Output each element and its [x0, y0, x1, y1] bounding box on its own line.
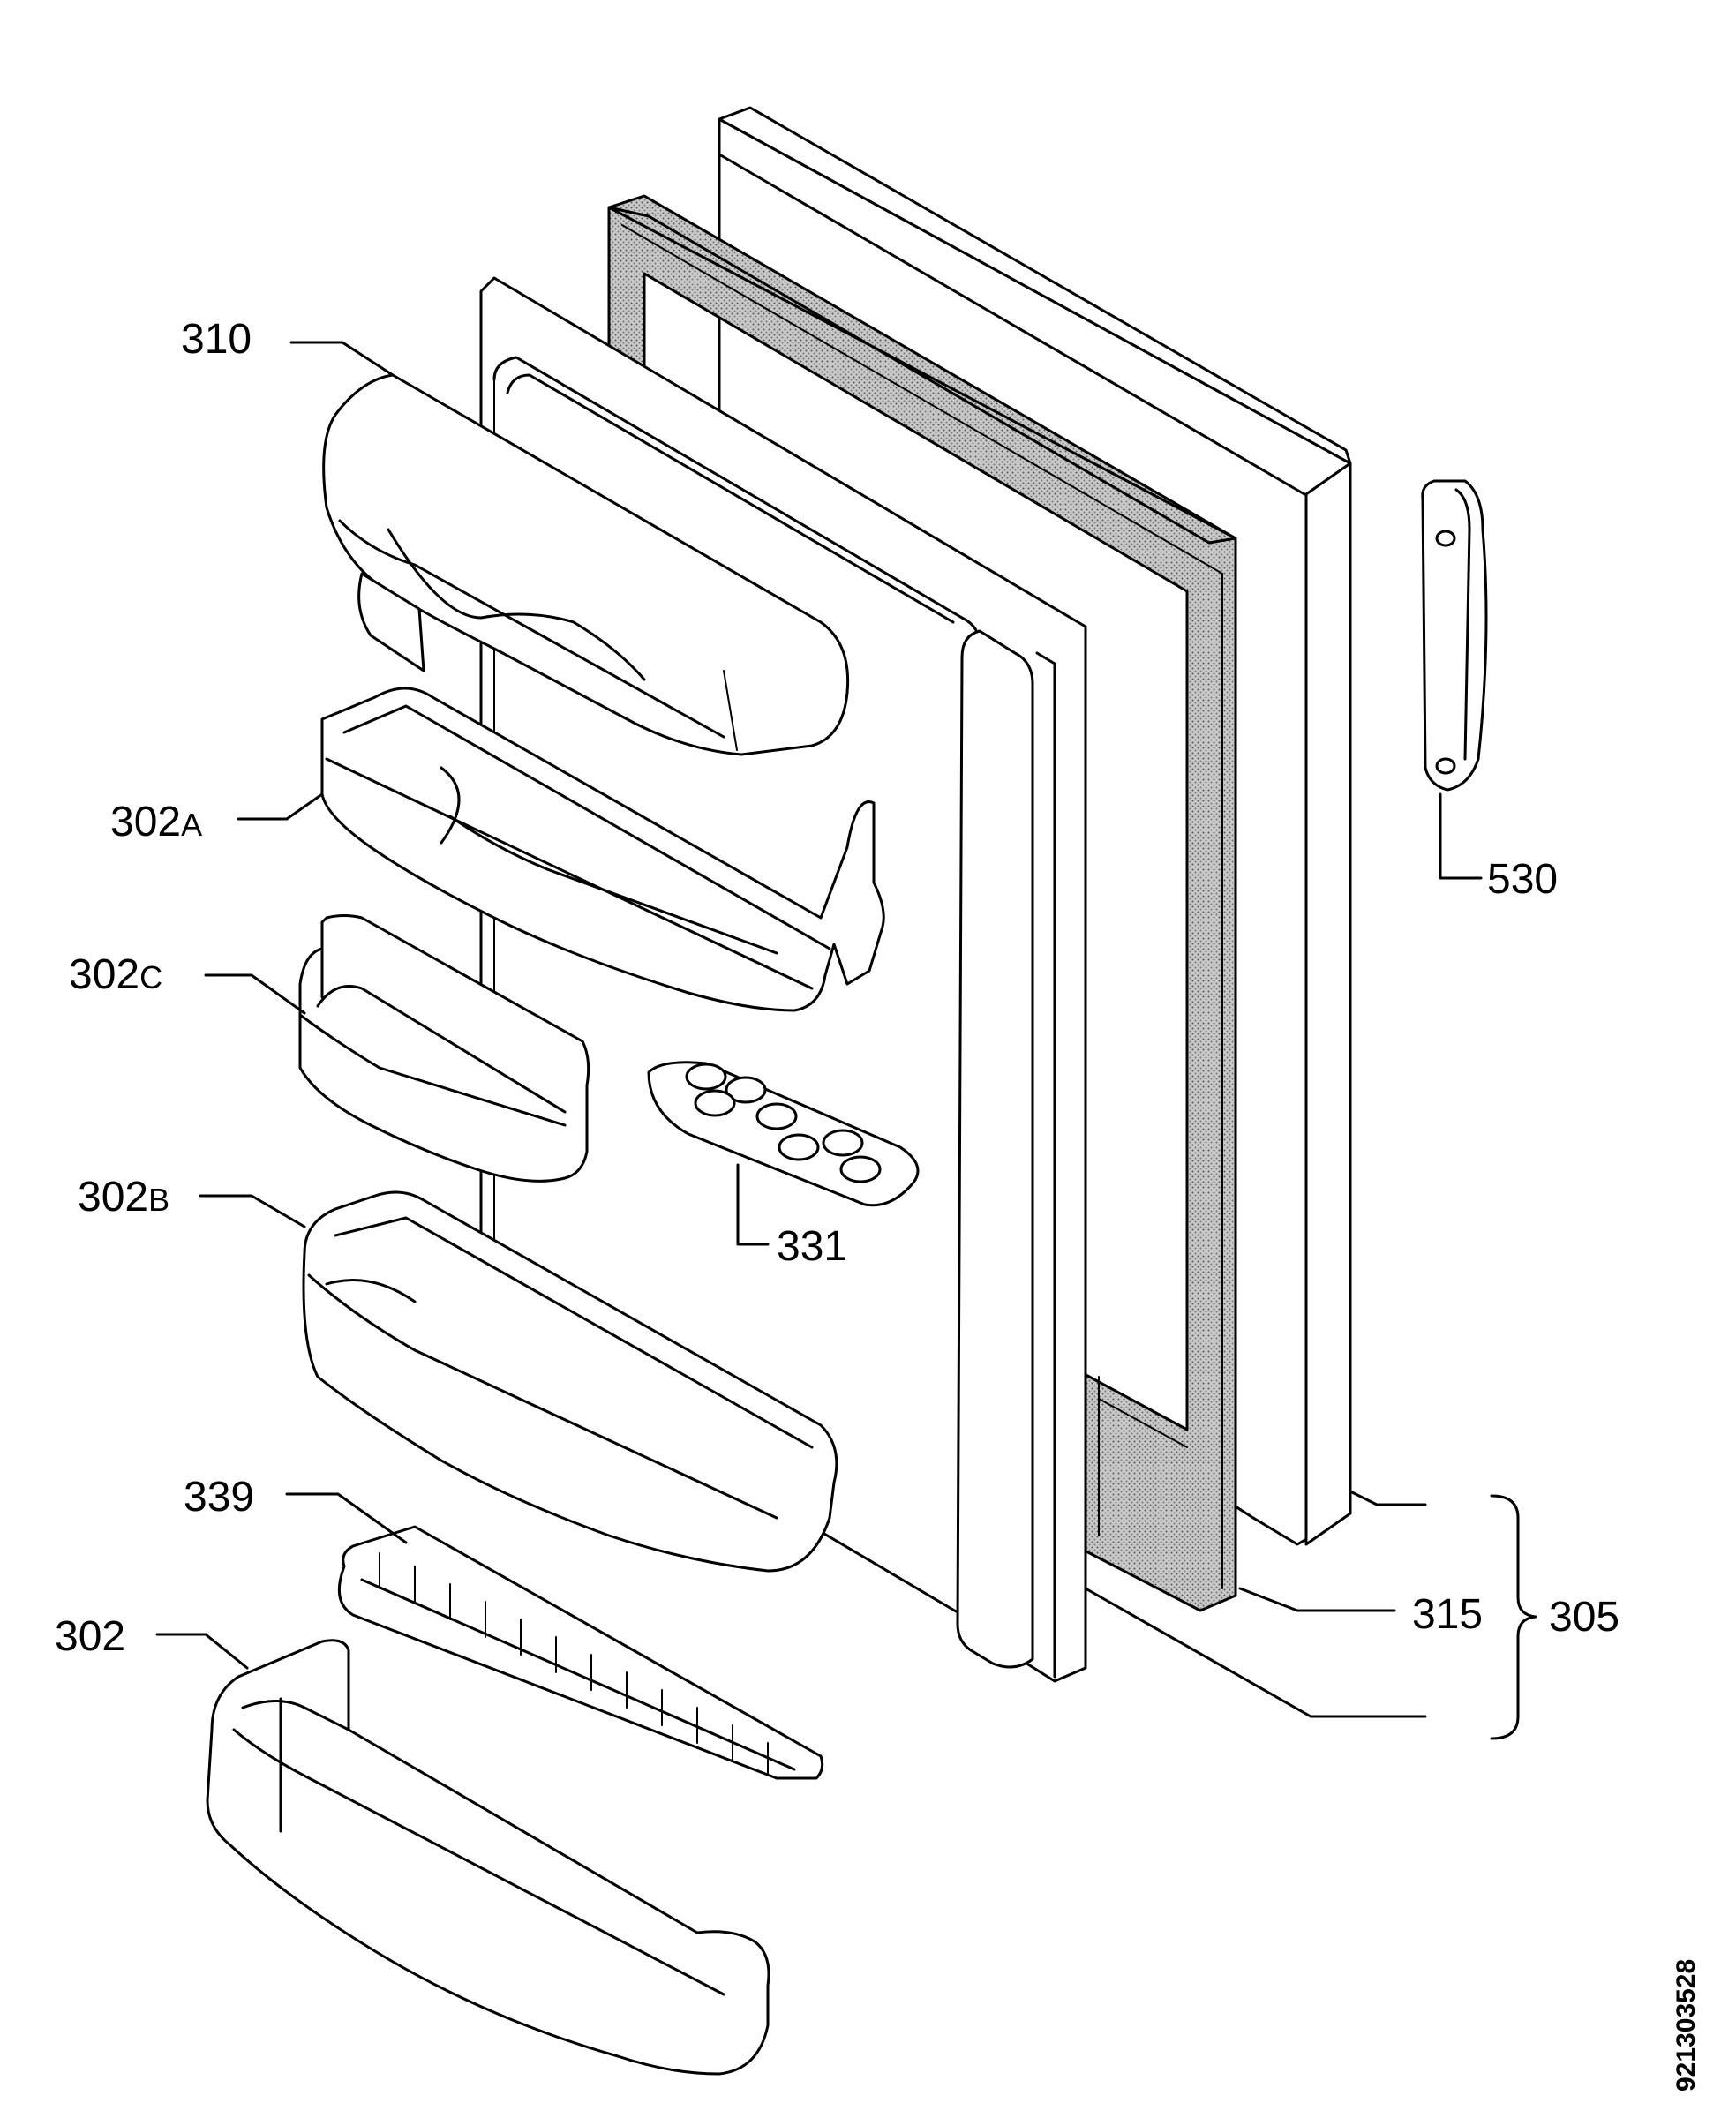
part-302a-upper-shelf: [320, 687, 885, 1012]
part-302b-middle-shelf: [302, 1190, 838, 1573]
label-339: 339: [184, 1474, 254, 1521]
part-302c-small-bin: [298, 914, 590, 1183]
label-331: 331: [777, 1223, 847, 1270]
label-302b-number: 302: [78, 1174, 148, 1220]
label-302c: 302C: [69, 951, 162, 998]
leader-lines: [155, 341, 1483, 1718]
part-302-bottom-shelf: [206, 1639, 770, 2076]
label-302c-number: 302: [69, 951, 139, 998]
label-305: 305: [1549, 1594, 1620, 1641]
label-302a-number: 302: [110, 799, 181, 845]
grouping-brace: [1490, 1494, 1537, 1740]
door-gasket: [607, 194, 1237, 1612]
label-302b: 302B: [78, 1174, 169, 1220]
label-302b-suffix: B: [148, 1182, 169, 1218]
part-310-compartment-lid: [322, 373, 850, 756]
label-302a-suffix: A: [181, 807, 202, 843]
label-310: 310: [181, 316, 252, 363]
part-530-door-handle: [1421, 479, 1488, 792]
label-530: 530: [1487, 856, 1558, 903]
part-339-bottle-rack: [337, 1525, 824, 1780]
label-302c-suffix: C: [139, 959, 162, 995]
label-302: 302: [55, 1613, 125, 1660]
label-315: 315: [1412, 1591, 1483, 1638]
part-331-egg-tray: [647, 1061, 920, 1207]
document-id: 921303528: [1672, 1959, 1701, 2092]
label-302a: 302A: [110, 799, 202, 845]
